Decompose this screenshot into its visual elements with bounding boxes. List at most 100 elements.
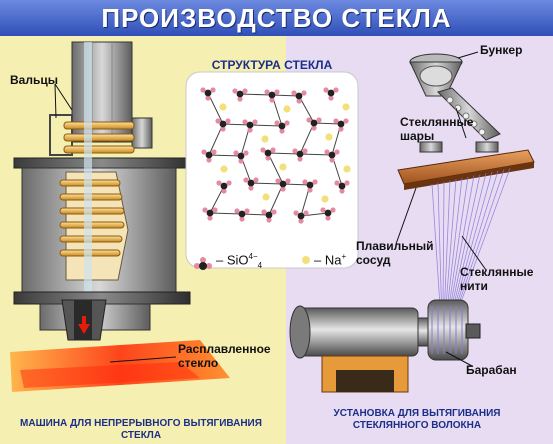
oxygen-atom [205, 95, 211, 101]
sodium-ion [342, 103, 350, 111]
oxygen-atom [285, 178, 291, 184]
hopper-label: Бункер [480, 43, 523, 57]
oxygen-atom [232, 88, 238, 94]
oxygen-atom [338, 126, 344, 132]
silicon-atom [219, 120, 227, 128]
oxygen-atom [238, 158, 244, 164]
drum-label: Барабан [466, 363, 517, 377]
oxygen-atom [201, 149, 207, 155]
legend-sio4-marker [194, 257, 212, 270]
structure-title: СТРУКТУРА СТЕКЛА [211, 58, 333, 72]
oxygen-atom [212, 207, 218, 213]
oxygen-atom [334, 180, 340, 186]
silicon-atom [327, 89, 335, 97]
glass-thread [448, 176, 469, 307]
oxygen-atom [215, 118, 221, 124]
oxygen-atom [312, 179, 318, 185]
oxygen-atom [252, 119, 258, 125]
legend-sio4-charge: 4− [248, 252, 258, 261]
oxygen-atom [233, 150, 239, 156]
legend-sio4-subscript: 4 [257, 260, 263, 270]
left-caption: МАШИНА ДЛЯ НЕПРЕРЫВНОГО ВЫТЯГИВАНИЯ СТЕК… [20, 418, 262, 441]
sodium-ion [261, 135, 269, 143]
oxygen-atom [226, 180, 232, 186]
silicon-atom [205, 151, 213, 159]
sodium-ion [343, 165, 351, 173]
silicon-atom [268, 91, 276, 99]
rollers-label: Вальцы [10, 73, 58, 87]
oxygen-atom [343, 118, 349, 124]
bond-line [249, 124, 283, 127]
oxygen-atom [239, 216, 245, 222]
oxygen-atom [325, 215, 331, 221]
oxygen-atom [275, 178, 281, 184]
oxygen-atom [243, 150, 249, 156]
bond-line [267, 152, 301, 155]
silicon-atom [297, 212, 305, 220]
sodium-ion [279, 163, 287, 171]
oxygen-atom [329, 157, 335, 163]
legend-na: – Na+ [314, 252, 346, 267]
oxygen-atom [260, 147, 266, 153]
oxygen-atom [293, 210, 299, 216]
silicon-atom [206, 209, 214, 217]
oxygen-atom [339, 188, 345, 194]
silicon-atom [295, 92, 303, 100]
oxygen-atom [284, 120, 290, 126]
oxygen-atom [266, 217, 272, 223]
glass-balls-label-line2: шары [400, 129, 435, 143]
oxygen-atom [302, 148, 308, 154]
silicon-atom [220, 182, 228, 190]
oxygen-atom [242, 119, 248, 125]
bond-line [209, 212, 243, 215]
oxygen-atom [324, 149, 330, 155]
oxygen-atom [210, 87, 216, 93]
glass-thread [445, 179, 457, 307]
drawing-machine [10, 41, 230, 392]
legend-na-text: – Na [314, 252, 342, 268]
page-title: ПРОИЗВОДСТВО СТЕКЛА [101, 2, 452, 33]
oxygen-atom [261, 209, 267, 215]
sodium-ion [219, 103, 227, 111]
oxygen-atom [271, 209, 277, 215]
melting-vessel-label-line2: сосуд [356, 253, 391, 267]
silicon-atom [247, 179, 255, 187]
glass-thread [457, 169, 505, 307]
oxygen-atom [221, 188, 227, 194]
oxygen-atom [237, 96, 243, 102]
oxygen-atom [279, 128, 285, 134]
glass-thread [431, 183, 441, 307]
oxygen-atom [344, 180, 350, 186]
glass-thread [459, 168, 511, 307]
oxygen-atom [242, 88, 248, 94]
oxygen-atom [330, 207, 336, 213]
legend-sio4: – SiO4−4 [216, 252, 262, 270]
glass-thread [447, 177, 463, 307]
glass-balls-label-line1: Стеклянные [400, 115, 474, 129]
oxygen-atom [334, 149, 340, 155]
silicon-atom [264, 149, 272, 157]
bond-line [313, 122, 342, 125]
oxygen-atom [274, 89, 280, 95]
oxygen-atom [269, 97, 275, 103]
oxygen-atom [296, 98, 302, 104]
silicon-atom [310, 119, 318, 127]
oxygen-atom [292, 148, 298, 154]
oxygen-atom [302, 179, 308, 185]
silicon-atom [237, 152, 245, 160]
silicon-atom [324, 209, 332, 217]
glass-thread [442, 181, 445, 307]
glass-threads [431, 168, 511, 307]
oxygen-atom [301, 90, 307, 96]
glass-structure-lattice [200, 87, 351, 224]
silicon-atom [204, 89, 212, 97]
oxygen-atom [280, 186, 286, 192]
oxygen-atom [307, 187, 313, 193]
silicon-atom [296, 150, 304, 158]
up-arrow-icon [78, 316, 90, 334]
oxygen-atom [248, 185, 254, 191]
silicon-atom [279, 180, 287, 188]
oxygen-atom [225, 118, 231, 124]
glass-thread [437, 182, 442, 307]
